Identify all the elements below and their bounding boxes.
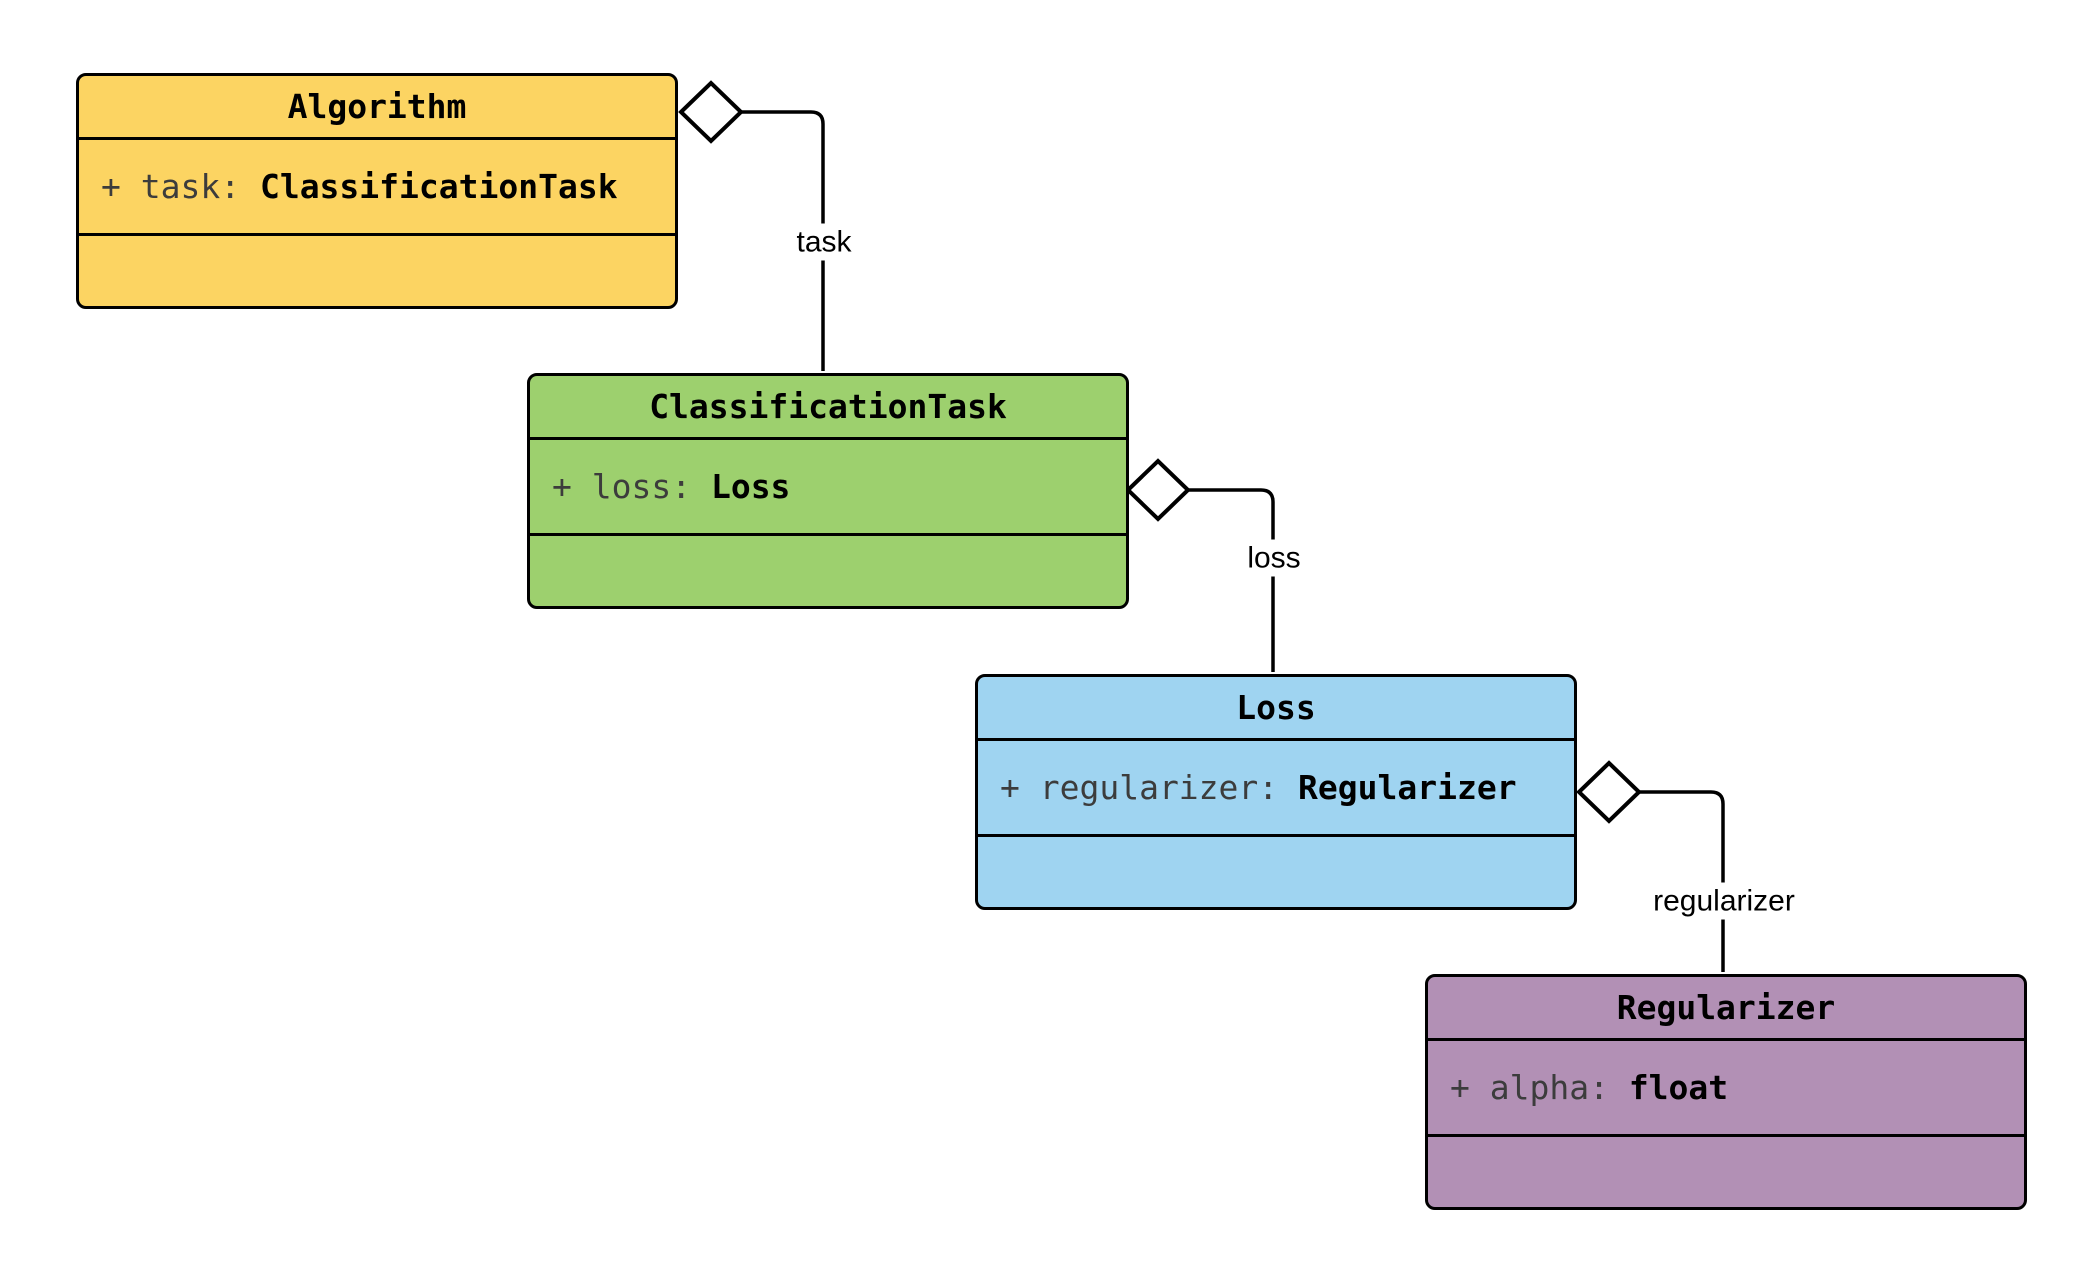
attribute-name: + task:	[101, 167, 260, 206]
aggregation-diamond-icon	[678, 80, 744, 144]
class-attribute-row: + alpha: float	[1428, 1041, 2024, 1137]
edge-label-task: task	[788, 223, 860, 261]
class-methods-row-empty	[530, 536, 1126, 606]
class-box-regularizer[interactable]: Regularizer + alpha: float	[1425, 974, 2027, 1210]
class-title: Loss	[978, 677, 1574, 741]
class-title: Algorithm	[79, 76, 675, 140]
attribute-type: Loss	[710, 467, 791, 506]
class-title: ClassificationTask	[530, 376, 1126, 440]
attribute-type: ClassificationTask	[259, 167, 618, 206]
edge-label-loss: loss	[1239, 539, 1309, 577]
edge-loss-line	[1188, 488, 1275, 672]
edge-label-regularizer: regularizer	[1645, 882, 1803, 920]
class-box-classificationtask[interactable]: ClassificationTask + loss: Loss	[527, 373, 1129, 609]
class-methods-row-empty	[978, 837, 1574, 907]
attribute-type: Regularizer	[1298, 768, 1517, 807]
attribute-name: + alpha:	[1450, 1068, 1629, 1107]
class-methods-row-empty	[1428, 1137, 2024, 1207]
class-attribute-row: + task: ClassificationTask	[79, 140, 675, 236]
class-attribute-row: + loss: Loss	[530, 440, 1126, 536]
class-title: Regularizer	[1428, 977, 2024, 1041]
aggregation-diamond-icon	[1576, 760, 1642, 824]
class-methods-row-empty	[79, 236, 675, 306]
aggregation-diamond-icon	[1125, 458, 1191, 522]
attribute-type: float	[1628, 1068, 1729, 1107]
class-box-algorithm[interactable]: Algorithm + task: ClassificationTask	[76, 73, 678, 309]
attribute-name: + loss:	[552, 467, 711, 506]
class-box-loss[interactable]: Loss + regularizer: Regularizer	[975, 674, 1577, 910]
attribute-name: + regularizer:	[1000, 768, 1299, 807]
class-attribute-row: + regularizer: Regularizer	[978, 741, 1574, 837]
